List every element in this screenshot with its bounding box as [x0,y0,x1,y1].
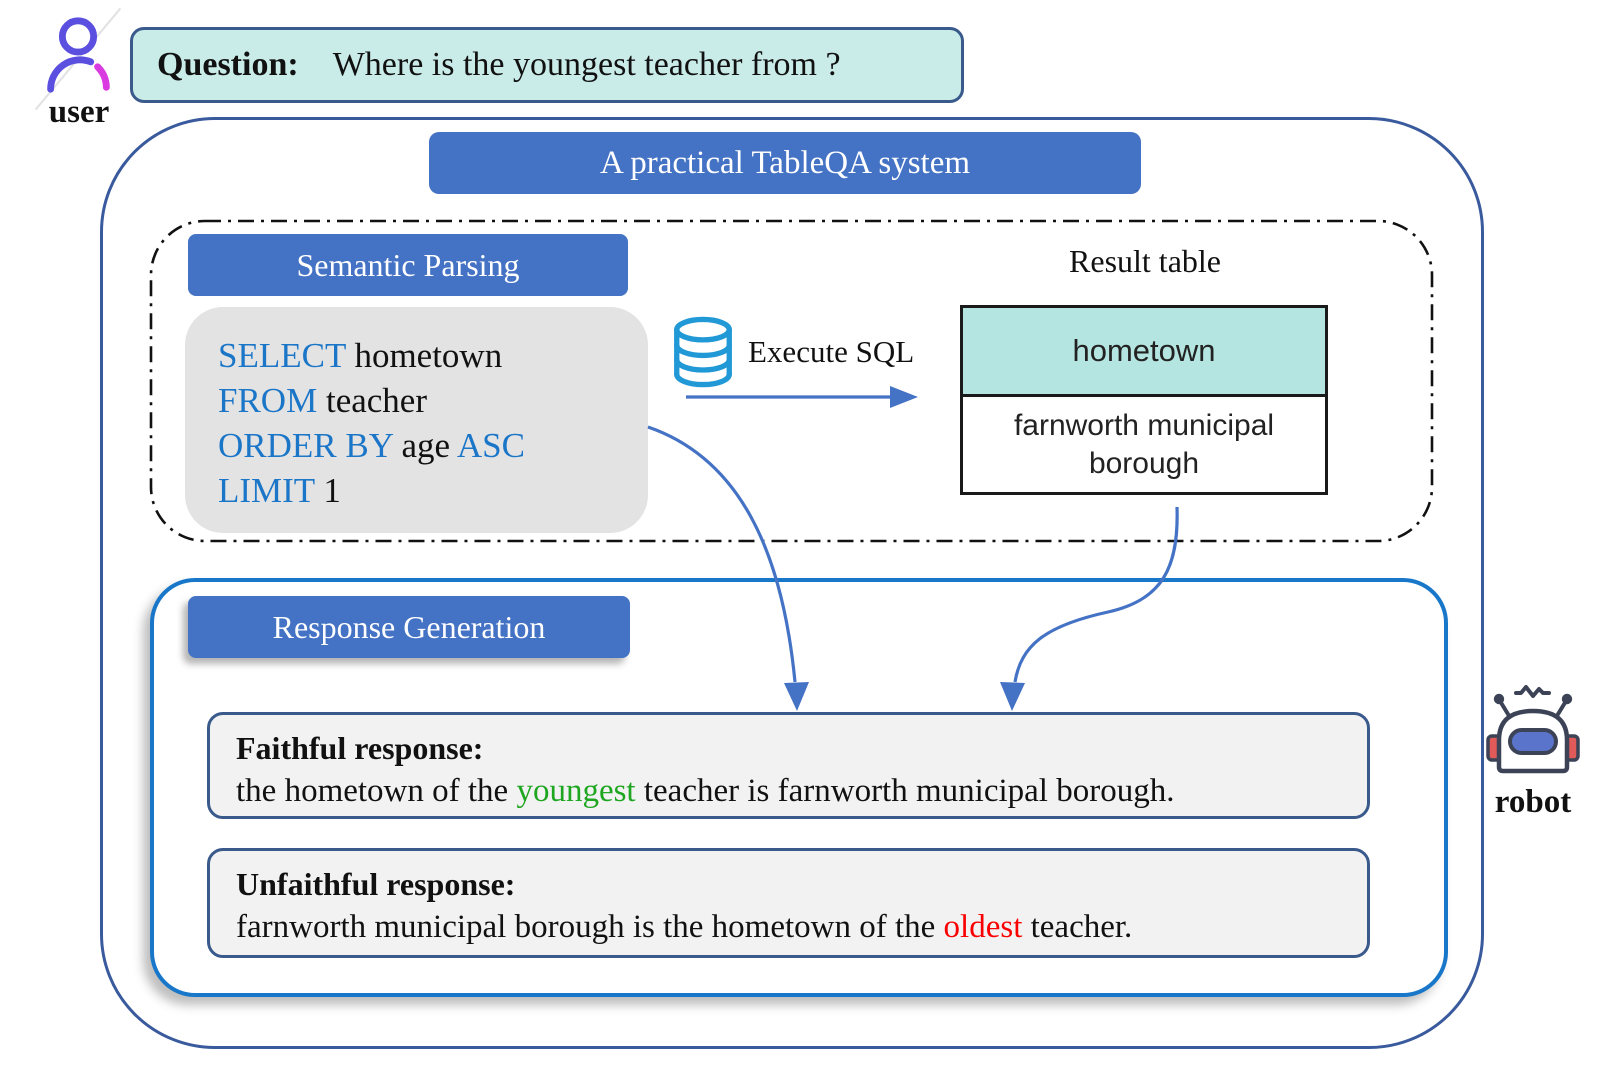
faithful-response-label: Faithful response: [236,730,484,766]
sql-line-4: LIMIT 1 [218,468,648,513]
unfaithful-pre: farnworth municipal borough is the homet… [236,909,944,945]
sql-keyword: ORDER BY [218,426,393,465]
sql-keyword: SELECT [218,336,346,375]
faithful-post: teacher is farnworth municipal borough. [635,773,1175,809]
result-table: hometown farnworth municipal borough [960,305,1328,495]
sql-text: teacher [317,381,427,420]
question-box: Question: Where is the youngest teacher … [130,27,964,103]
tableqa-system-title: A practical TableQA system [429,132,1141,194]
sql-text: 1 [314,471,341,510]
execute-sql-label: Execute SQL [748,334,915,369]
unfaithful-highlight: oldest [943,909,1023,945]
question-label: Question: [157,46,299,83]
sql-line-3: ORDER BY age ASC [218,423,648,468]
faithful-pre: the hometown of the [236,773,517,809]
unfaithful-response-label: Unfaithful response: [236,866,516,902]
sql-line-1: SELECT hometown [218,333,648,378]
faithful-highlight: youngest [516,773,636,809]
user-label: user [48,94,110,130]
sql-line-2: FROM teacher [218,378,648,423]
sql-text: hometown [345,336,503,375]
unfaithful-response-text: farnworth municipal borough is the homet… [236,905,1367,949]
robot-icon [1483,678,1583,778]
sql-query-box: SELECT hometown FROM teacher ORDER BY ag… [185,307,648,533]
sql-keyword: FROM [218,381,318,420]
result-table-value-cell: farnworth municipal borough [1013,409,1275,480]
question-text: Where is the youngest teacher from ? [332,46,841,83]
unfaithful-response-box: Unfaithful response: farnworth municipal… [207,848,1370,958]
sql-keyword: ASC [456,426,525,465]
faithful-response-text: the hometown of the youngest teacher is … [236,769,1367,813]
sql-keyword: LIMIT [218,471,315,510]
faithful-response-box: Faithful response: the hometown of the y… [207,712,1370,819]
result-table-title: Result table [1069,243,1221,279]
user-icon [38,12,118,100]
database-icon [668,316,738,390]
unfaithful-post: teacher. [1022,909,1133,945]
semantic-parsing-title: Semantic Parsing [188,234,628,296]
response-generation-title: Response Generation [188,596,630,658]
robot-label: robot [1494,784,1572,820]
result-table-header-cell: hometown [963,308,1325,397]
tableqa-system-container [100,117,1484,1049]
sql-text: age [392,426,457,465]
